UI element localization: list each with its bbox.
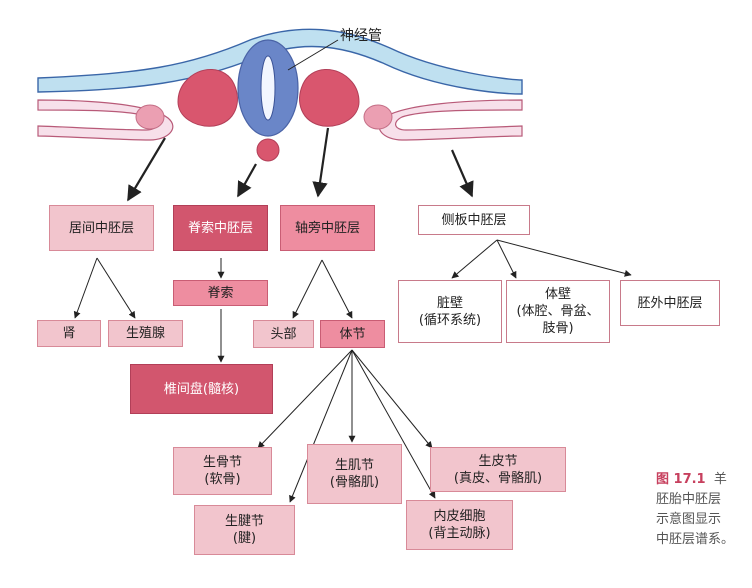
arrow-to-bodywall [496,239,517,279]
visceral-wall-box: 脏壁 (循环系统) [398,280,502,343]
caption-line-3: 示意图显示 [656,512,722,527]
left-somite [177,69,238,127]
extraembryonic-mesoderm-box: 胚外中胚层 [620,280,720,326]
neural-tube-leader [287,39,339,71]
lateral-plate-mesoderm-box: 侧板中胚层 [418,205,530,235]
nucleus-pulposus-box: 椎间盘(髓核) [130,364,273,414]
caption-line-2: 胚胎中胚层 [656,492,722,507]
notochord-mesoderm-box: 脊索中胚层 [173,205,268,251]
endothelial-cells-box: 内皮细胞 (背主动脉) [406,500,513,550]
body-wall-box: 体壁 (体腔、骨盆、 肢骨) [506,280,610,343]
paraxial-mesoderm-box: 轴旁中胚层 [280,205,375,251]
kidney-box: 肾 [37,320,101,347]
arrow-to-gonad [96,257,136,319]
arrow-lateral [450,149,474,198]
dermatome-box: 生皮节 (真皮、骨骼肌) [430,447,566,492]
caption-line-4: 中胚层谱系。 [656,532,735,547]
arrow-to-syndetome [289,349,353,503]
syndetome-box: 生腱节 (腱) [194,505,295,555]
arrow-to-somite [321,259,353,319]
right-somite [299,69,360,127]
arrow-paraxial [312,127,330,198]
neural-tube-lumen [260,55,276,121]
arrow-to-visceral [451,239,498,279]
arrow-to-kidney [73,257,98,319]
notochord-circle [256,138,280,162]
caption-text-1: 羊 [713,472,727,487]
arrow-notochord [237,163,257,198]
somite-box: 体节 [320,320,385,348]
right-intermediate-mesoderm [363,104,393,130]
gonad-box: 生殖腺 [108,320,183,347]
arrow-to-endothelial [351,349,436,499]
intermediate-mesoderm-box: 居间中胚层 [49,205,154,251]
caption-line-1: 图 17.1 羊 [656,470,752,490]
figure-number: 图 17.1 [656,472,706,487]
myotome-box: 生肌节 (骨骼肌) [307,444,402,504]
arrow-to-extraembryonic [496,239,632,277]
arrow-intermediate [127,137,166,202]
arrow-to-dermatome [351,349,433,449]
arrow-to-sclerotome [257,349,353,449]
neural-tube-label: 神经管 [340,28,382,44]
figure-caption: 图 17.1 羊 胚胎中胚层 示意图显示 中胚层谱系。 [656,470,752,550]
arrow-to-head [292,259,323,319]
notochord-box: 脊索 [173,280,268,306]
sclerotome-box: 生骨节 (软骨) [173,447,272,495]
ectoderm-layer [37,28,523,95]
left-intermediate-mesoderm [135,104,165,130]
head-box: 头部 [253,320,314,348]
right-lateral-mesoderm [378,99,523,141]
